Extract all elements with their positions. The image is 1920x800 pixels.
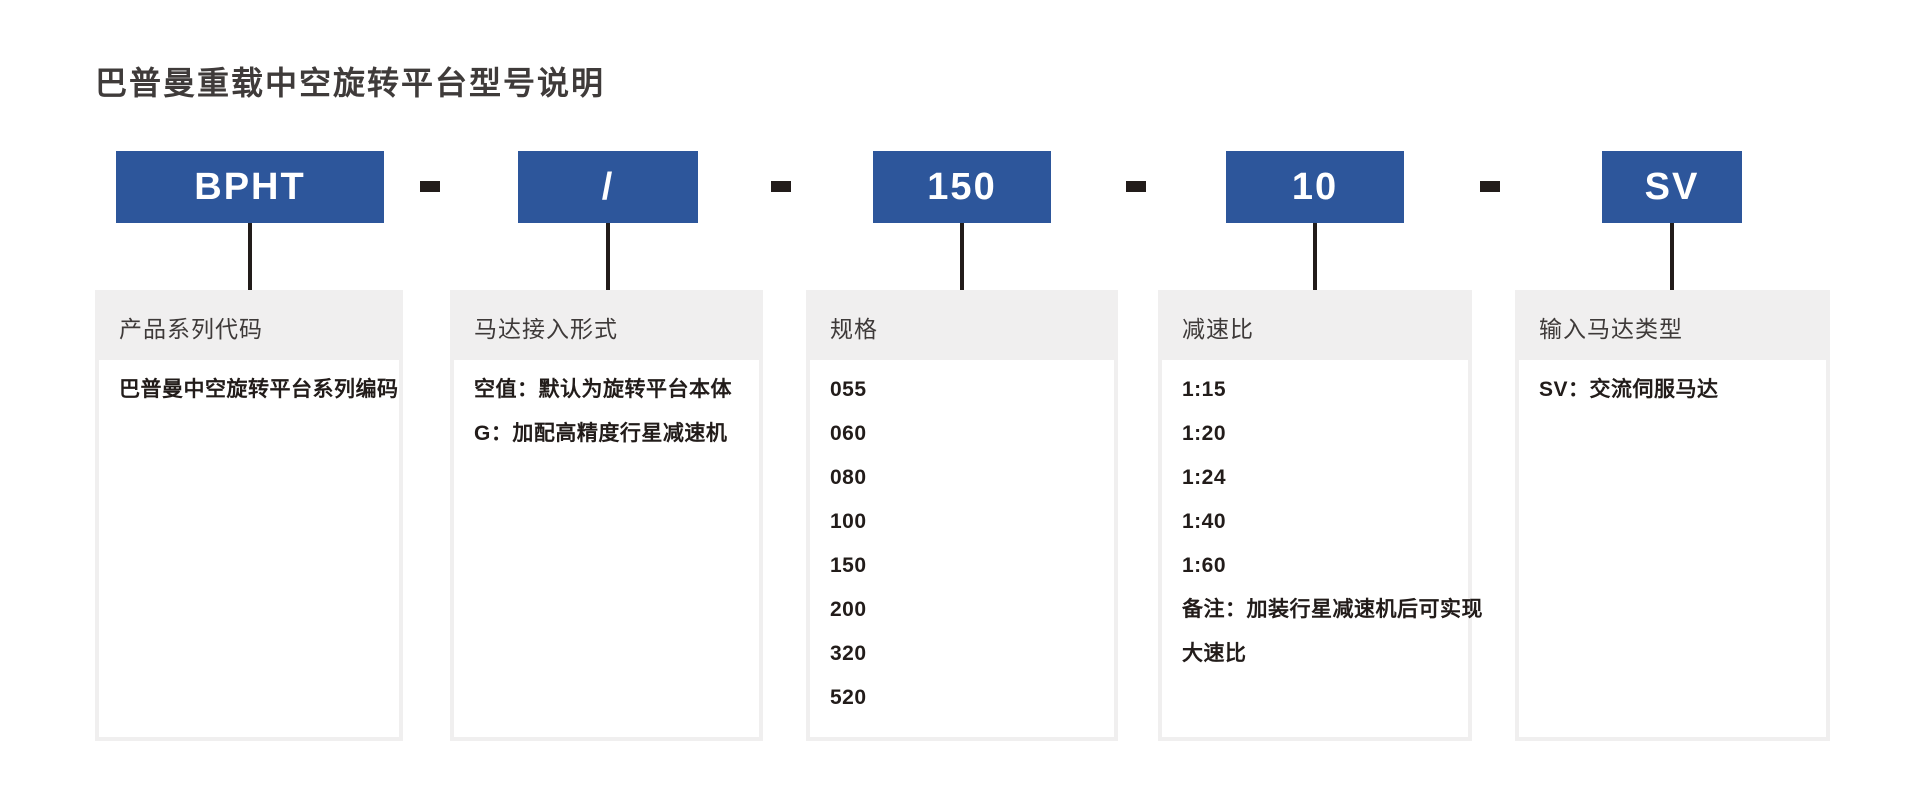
code-segment-motor-interface: /	[518, 151, 698, 223]
card-line: 150	[830, 554, 867, 577]
code-segment-size: 150	[873, 151, 1051, 223]
separator-dash: -	[1126, 181, 1146, 192]
connector-line	[1670, 223, 1674, 291]
card-line: 060	[830, 422, 867, 445]
card-line: 大速比	[1182, 642, 1247, 665]
separator-dash: -	[771, 181, 791, 192]
code-segment-motor-type: SV	[1602, 151, 1742, 223]
connector-line	[248, 223, 252, 291]
card-reduction-ratio: 减速比 1:15 1:20 1:24 1:40 1:60 备注：加装行星减速机后…	[1158, 290, 1483, 741]
card-line: 备注：加装行星减速机后可实现	[1182, 598, 1483, 621]
connector-line	[1313, 223, 1317, 291]
card-line: 200	[830, 598, 867, 621]
card-body: 055 060 080 100 150 200 320 520	[810, 360, 1114, 720]
card-header: 减速比	[1162, 294, 1468, 360]
card-line: 1:40	[1182, 510, 1227, 533]
card-line: 巴普曼中空旋转平台系列编码	[119, 378, 399, 401]
card-header: 规格	[810, 294, 1114, 360]
card-motor-interface: 马达接入形式 空值：默认为旋转平台本体 G：加配高精度行星减速机	[450, 290, 763, 741]
card-line: SV：交流伺服马达	[1539, 378, 1719, 401]
card-line: 1:20	[1182, 422, 1227, 445]
separator-dash: -	[420, 181, 440, 192]
connector-line	[960, 223, 964, 291]
connector-line	[606, 223, 610, 291]
card-line: 1:24	[1182, 466, 1227, 489]
card-line: G：加配高精度行星减速机	[474, 422, 728, 445]
card-body: 巴普曼中空旋转平台系列编码	[99, 360, 399, 412]
code-segment-series: BPHT	[116, 151, 384, 223]
card-header: 马达接入形式	[454, 294, 759, 360]
card-line: 520	[830, 686, 867, 709]
card-line: 055	[830, 378, 867, 401]
separator-dash: -	[1480, 181, 1500, 192]
card-line: 100	[830, 510, 867, 533]
card-line: 320	[830, 642, 867, 665]
card-line: 1:15	[1182, 378, 1227, 401]
card-body: 空值：默认为旋转平台本体 G：加配高精度行星减速机	[454, 360, 759, 456]
card-body: 1:15 1:20 1:24 1:40 1:60 备注：加装行星减速机后可实现 …	[1162, 360, 1483, 676]
card-line: 空值：默认为旋转平台本体	[474, 378, 732, 401]
card-line: 080	[830, 466, 867, 489]
page-title: 巴普曼重载中空旋转平台型号说明	[95, 65, 606, 101]
code-segment-ratio: 10	[1226, 151, 1404, 223]
card-line: 1:60	[1182, 554, 1227, 577]
card-body: SV：交流伺服马达	[1519, 360, 1826, 412]
card-size: 规格 055 060 080 100 150 200 320 520	[806, 290, 1118, 741]
card-series-code: 产品系列代码 巴普曼中空旋转平台系列编码	[95, 290, 403, 741]
card-input-motor-type: 输入马达类型 SV：交流伺服马达	[1515, 290, 1830, 741]
card-header: 产品系列代码	[99, 294, 399, 360]
card-header: 输入马达类型	[1519, 294, 1826, 360]
